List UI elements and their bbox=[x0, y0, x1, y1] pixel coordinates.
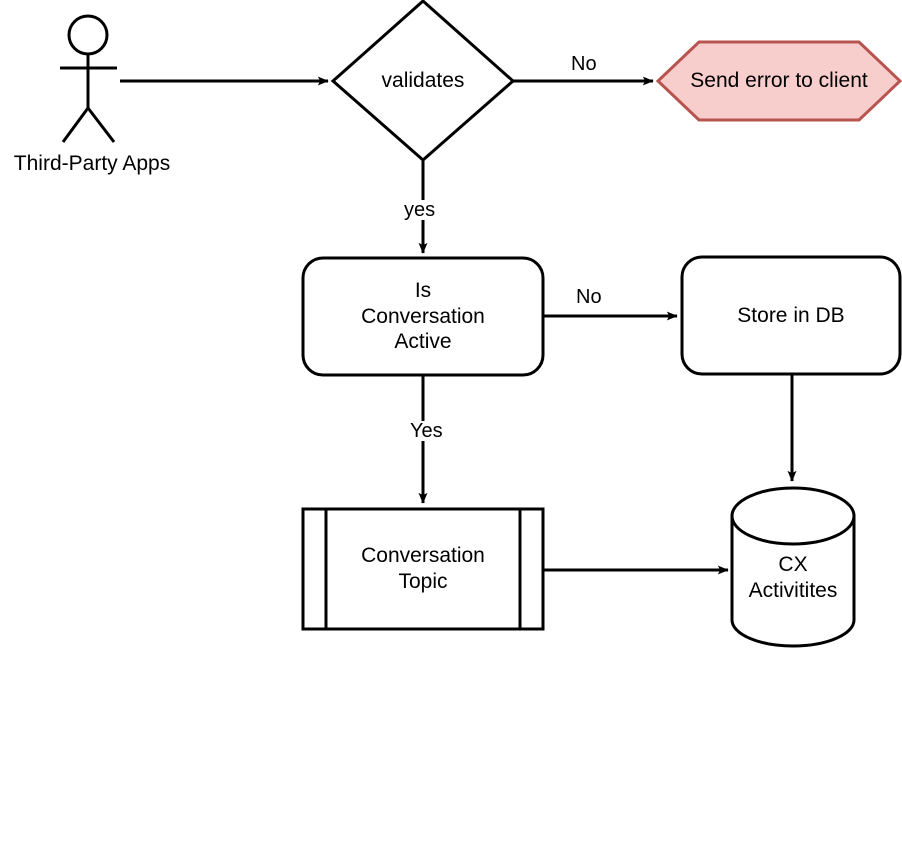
node-cx-activities[interactable] bbox=[730, 486, 856, 648]
edge-label-is-conversation-active-yes: Yes bbox=[410, 420, 443, 442]
edge-label-is-conversation-active-no: No bbox=[576, 286, 602, 308]
node-conversation-topic[interactable] bbox=[301, 507, 545, 631]
edge-label-validates-yes: yes bbox=[404, 199, 436, 221]
actor-label-third-party-apps: Third-Party Apps bbox=[13, 152, 171, 175]
node-is-conversation-active[interactable] bbox=[301, 256, 545, 377]
actor-third-party-apps bbox=[60, 14, 117, 143]
edge-label-validates-no: No bbox=[571, 53, 597, 75]
node-validates[interactable] bbox=[330, 0, 516, 162]
node-send-error-to-client[interactable] bbox=[655, 40, 902, 122]
node-store-in-db[interactable] bbox=[680, 255, 902, 376]
